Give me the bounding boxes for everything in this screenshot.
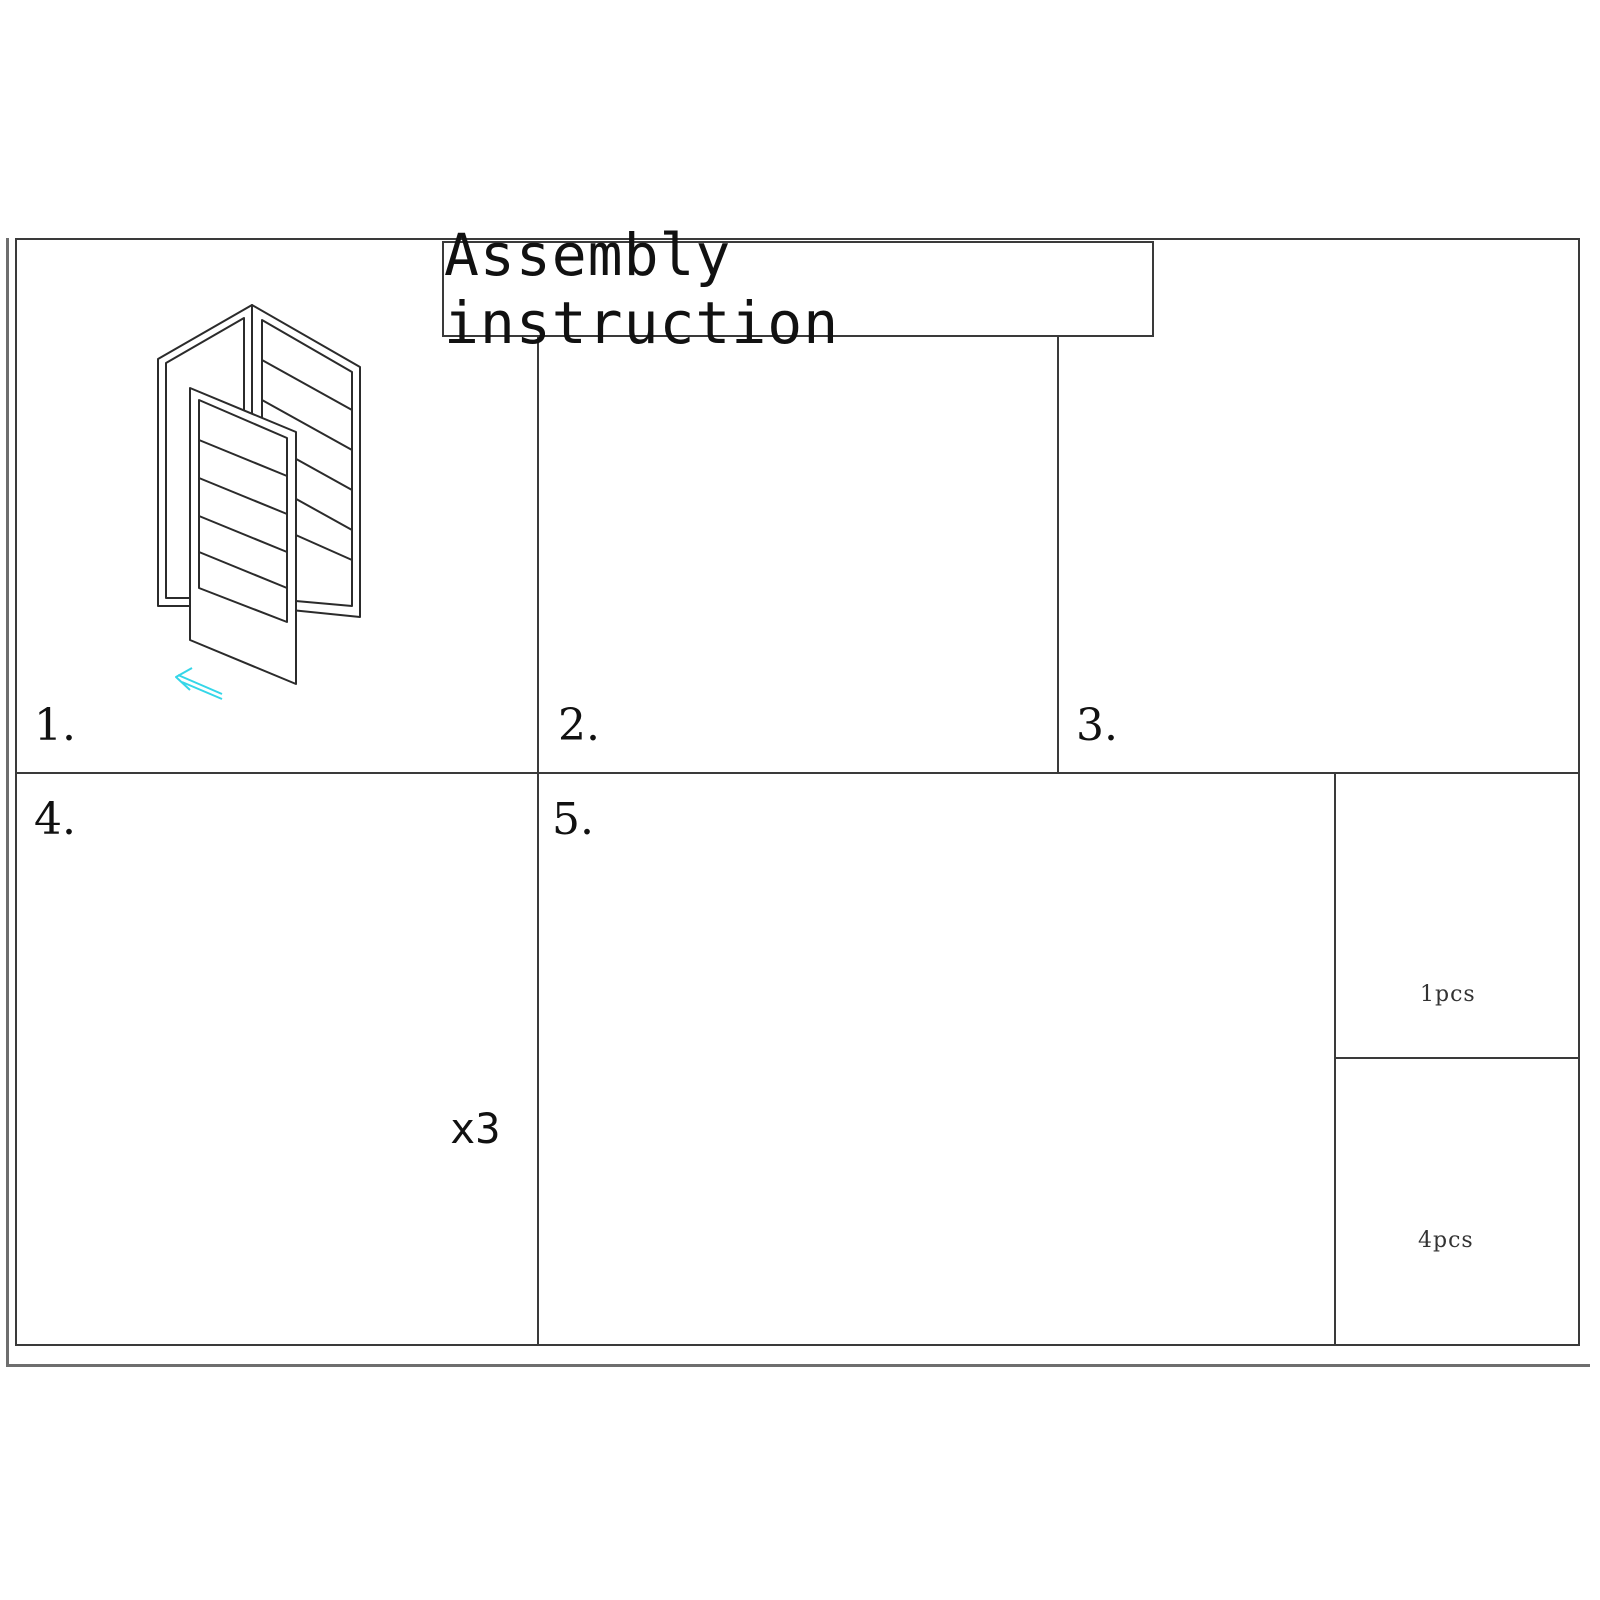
- wrench-quantity: 1pcs: [1420, 982, 1476, 1007]
- step-5-number: 5.: [552, 794, 594, 845]
- step-4-number: 4.: [34, 794, 76, 845]
- step-1-number: 1.: [34, 700, 76, 751]
- grid-lines: [15, 337, 1580, 1346]
- step-2-number: 2.: [558, 700, 600, 751]
- caster-quantity: 4pcs: [1418, 1228, 1474, 1253]
- instruction-sheet: [15, 238, 1580, 1346]
- tray-quantity-label: x3: [450, 1104, 501, 1153]
- outer-frame: [6, 238, 1590, 1367]
- step1-drawing: [157, 304, 361, 700]
- page-title: Assembly instruction: [442, 221, 1154, 357]
- step-3-number: 3.: [1076, 700, 1118, 751]
